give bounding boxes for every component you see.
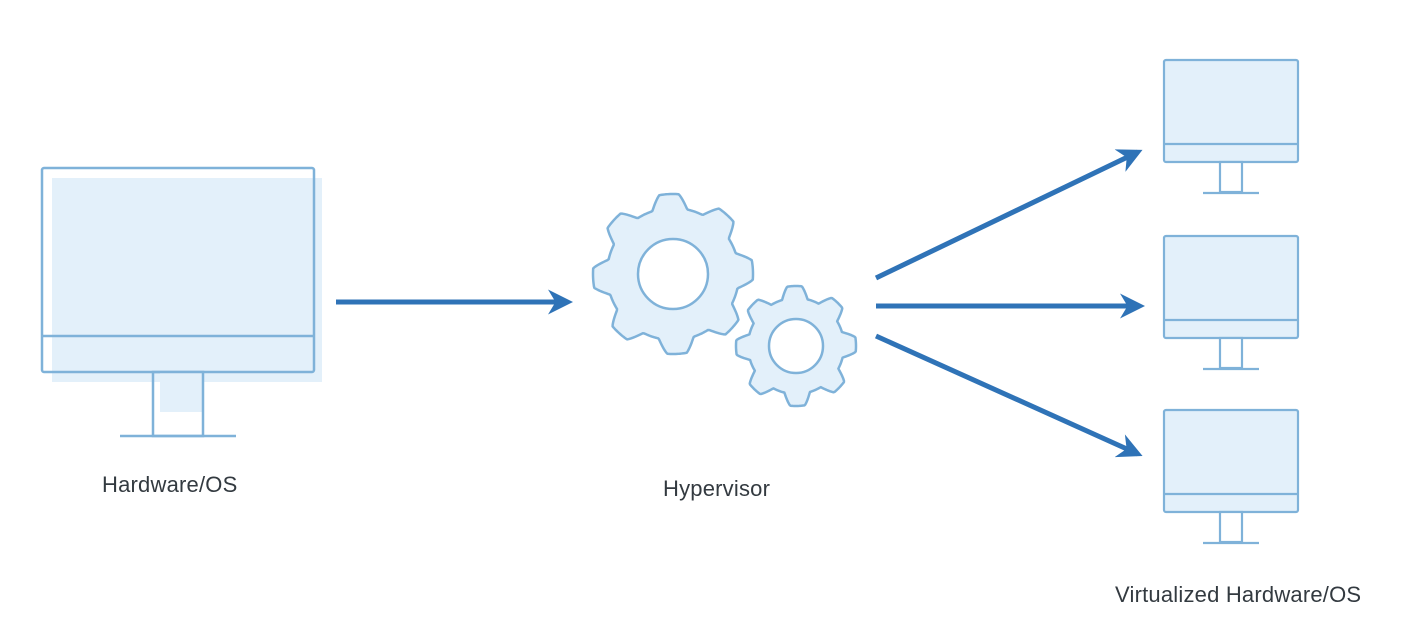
arrow-to-vm-bottom bbox=[874, 333, 1143, 458]
hypervisor-label: Hypervisor bbox=[663, 476, 771, 501]
virtual-monitor-icon bbox=[1162, 408, 1300, 545]
virtual-monitor-icon bbox=[1162, 234, 1300, 371]
gears-icon bbox=[591, 192, 858, 408]
arrow-to-vm-top bbox=[874, 149, 1143, 281]
virtualized-hardware-os-label: Virtualized Hardware/OS bbox=[1115, 582, 1362, 607]
hardware-os-label: Hardware/OS bbox=[102, 472, 238, 497]
small-gear-icon bbox=[734, 284, 858, 408]
large-gear-icon bbox=[591, 192, 755, 356]
hardware-monitor-icon bbox=[40, 166, 322, 438]
virtual-monitor-icon bbox=[1162, 58, 1300, 195]
